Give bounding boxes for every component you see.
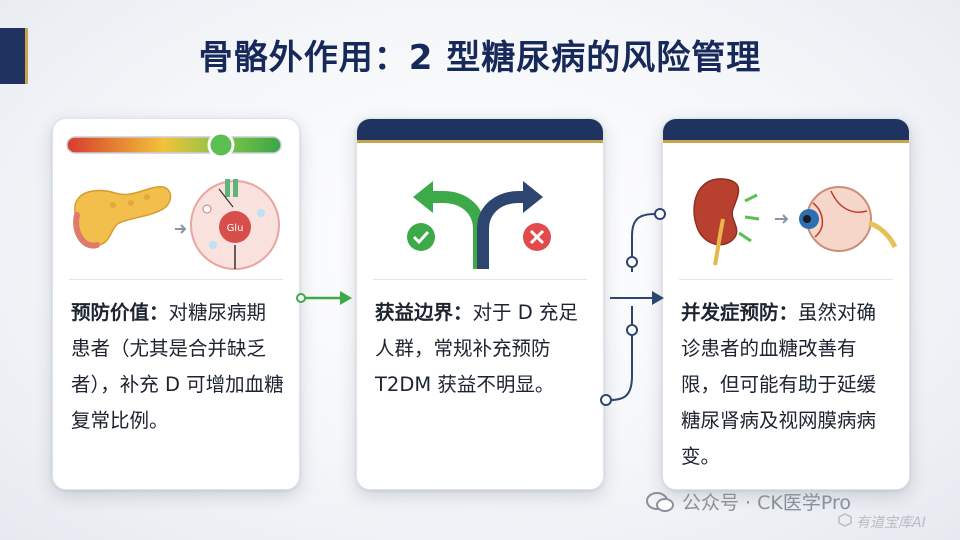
card-lead: 获益边界：	[375, 301, 473, 324]
card-header	[357, 119, 603, 143]
fork-arrows-illustration	[407, 181, 551, 269]
wechat-icon	[646, 491, 674, 513]
cell-label: Glu	[227, 223, 244, 234]
card-text: 预防价值：对糖尿病期患者（尤其是合并缺乏者），补充 D 可增加血糖复常比例。	[71, 295, 285, 439]
card-header	[663, 119, 909, 143]
card-complication-prevention: 并发症预防：虽然对确诊患者的血糖改善有限，但可能有助于延缓糖尿肾病及视网膜病病变…	[662, 118, 910, 490]
cross-icon	[523, 223, 551, 251]
check-icon	[407, 223, 435, 251]
kidney-icon	[693, 178, 760, 266]
connector-card2-card3	[600, 208, 666, 406]
card-lead: 预防价值：	[71, 301, 169, 324]
watermark-secondary-text: 有道宝库AI	[856, 515, 926, 531]
card-text: 并发症预防：虽然对确诊患者的血糖改善有限，但可能有助于延缓糖尿肾病及视网膜病病变…	[681, 295, 895, 475]
pancreas-icon	[73, 186, 172, 249]
cell-icon: Glu	[190, 179, 280, 270]
fork-arrow-right-icon	[477, 181, 543, 269]
title-accent-tab	[0, 28, 28, 84]
arrow-right-icon	[775, 214, 789, 224]
arrow-right-icon	[175, 224, 187, 234]
cube-icon	[838, 513, 852, 531]
card-divider	[679, 279, 893, 280]
card-benefit-boundary: 获益边界：对于 D 充足人群，常规补充预防 T2DM 获益不明显。	[356, 118, 604, 490]
connector-card1-card2	[296, 291, 352, 305]
gauge-knob	[207, 131, 235, 159]
glucose-gauge	[66, 131, 282, 159]
card-lead: 并发症预防：	[681, 301, 799, 324]
card-body: 虽然对确诊患者的血糖改善有限，但可能有助于延缓糖尿肾病及视网膜病病变。	[681, 301, 877, 468]
card-text: 获益边界：对于 D 充足人群，常规补充预防 T2DM 获益不明显。	[375, 295, 589, 403]
card-divider	[373, 279, 587, 280]
watermark-text: 公众号 · CK医学Pro	[682, 492, 851, 514]
pancreas-cell-illustration: Glu	[66, 131, 282, 270]
kidney-eye-illustration	[693, 178, 898, 266]
card-divider	[69, 279, 283, 280]
watermark: 公众号 · CK医学Pro	[646, 488, 851, 515]
card-body: 对于 D 充足人群，常规补充预防 T2DM 获益不明显。	[375, 301, 578, 396]
watermark-secondary: 有道宝库AI	[838, 512, 926, 532]
page-title: 骨骼外作用：2 型糖尿病的风险管理	[198, 38, 762, 78]
card-body: 对糖尿病期患者（尤其是合并缺乏者），补充 D 可增加血糖复常比例。	[71, 301, 284, 432]
eye-icon	[799, 186, 898, 252]
card-prevention-value: Glu 预防价值：对糖尿病期患者（尤其是合并缺乏者），补充 D 可增加血糖复常比…	[52, 118, 300, 490]
